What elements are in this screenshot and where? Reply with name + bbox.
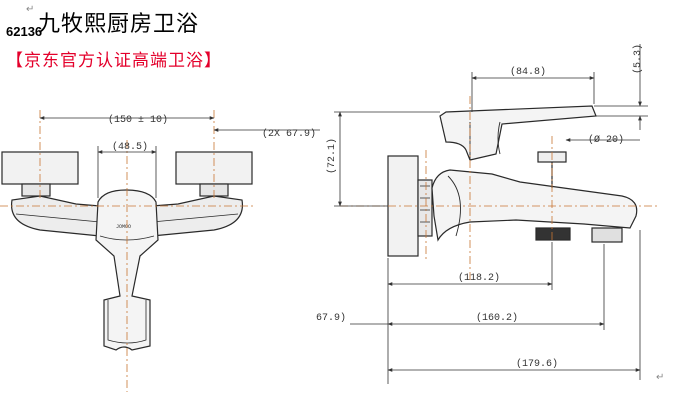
front-centerlines: [0, 110, 256, 392]
shower-outlet: [535, 227, 571, 241]
paragraph-mark-end: ↵: [656, 372, 665, 383]
tagline-banner: 【京东官方认证高端卫浴】: [6, 51, 222, 71]
side-handle-lever: [439, 105, 597, 161]
dim-spout-mid: (160.2): [476, 312, 518, 324]
paragraph-mark: ↵: [26, 4, 35, 15]
dim-handle-offset: (5.3): [632, 44, 644, 74]
left-valve-nut: [21, 183, 51, 197]
side-view: [387, 105, 638, 257]
connector-nut: [417, 179, 433, 237]
side-body-spout: [431, 169, 638, 242]
dim-outer-spacing: (150 ± 10): [108, 114, 168, 126]
model-code: 62136: [6, 24, 43, 39]
dim-height: (72.1): [326, 138, 338, 174]
dim-handle-length: (84.8): [510, 66, 546, 78]
side-centerlines: [340, 96, 660, 280]
dim-diameter: (Ø 20): [588, 134, 624, 146]
tub-outlet: [591, 227, 623, 243]
brand-logo: JOMOO: [116, 224, 131, 230]
dim-spout-short: (118.2): [458, 272, 500, 284]
dim-left-partial: 67.9): [316, 312, 346, 324]
dim-inner-spacing: (48.5): [112, 141, 148, 153]
dim-spout-total: (179.6): [516, 358, 558, 370]
brand-title: 九牧熙厨房卫浴: [38, 12, 200, 37]
dim-thread: (2X 67.9): [262, 128, 316, 140]
